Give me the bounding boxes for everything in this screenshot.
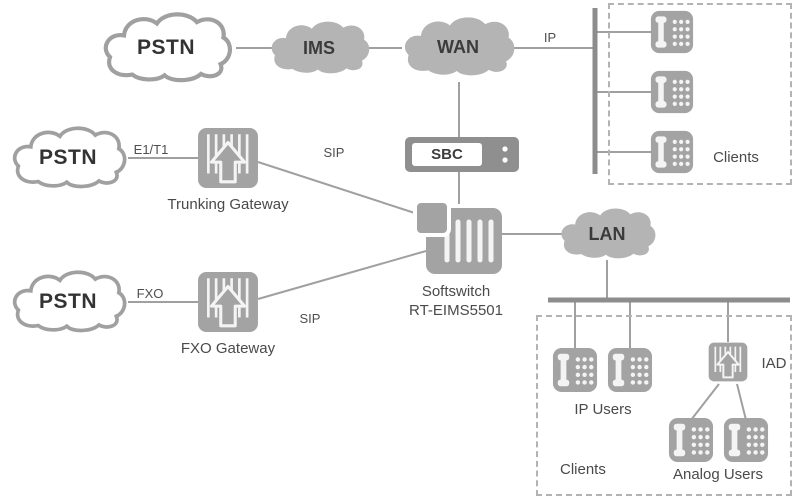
iad-label: IAD	[761, 355, 787, 372]
link-label-ip: IP	[543, 30, 557, 45]
cloud-label-wan: WAN	[437, 36, 479, 57]
ip-users-label: IP Users	[574, 401, 632, 418]
ip-user-phone-icon	[607, 347, 653, 393]
cloud-label-pstn-bottom: PSTN	[38, 290, 97, 313]
fxo-gateway-icon	[196, 270, 260, 334]
analog-users-label: Analog Users	[672, 466, 764, 483]
trunking-gateway-icon	[196, 126, 260, 190]
link-label-fxo: FXO	[136, 286, 164, 301]
link-trunking-gw-softswitch	[257, 161, 425, 217]
analog-phone-icon	[668, 417, 714, 463]
link-fxo-gw-softswitch	[257, 250, 427, 300]
sbc-device: SBC	[404, 136, 520, 173]
cloud-label-ims: IMS	[302, 37, 335, 58]
cloud-wan: WAN	[396, 10, 520, 84]
iad-icon	[707, 341, 749, 383]
link-iad-analog-phone-2	[736, 383, 747, 421]
sbc-label: SBC	[431, 146, 463, 163]
cloud-label-pstn-top: PSTN	[136, 36, 195, 59]
link-label-sip-trunking: SIP	[323, 145, 345, 160]
clients-top-label: Clients	[713, 149, 759, 166]
clients-bottom-label: Clients	[560, 461, 606, 478]
clients-top-box	[608, 3, 792, 185]
clients-bottom-box	[536, 315, 792, 496]
softswitch-label: Softswitch RT-EIMS5501	[376, 283, 536, 321]
analog-phone-icon	[723, 417, 769, 463]
softswitch-icon	[413, 199, 502, 274]
cloud-pstn-top: PSTN	[93, 6, 239, 90]
cloud-lan: LAN	[554, 202, 660, 266]
softswitch-name: Softswitch	[421, 283, 491, 300]
cloud-pstn-bottom: PSTN	[6, 260, 130, 344]
ip-phone-icon	[650, 130, 694, 174]
link-label-sip-fxo: SIP	[299, 311, 321, 326]
ip-user-phone-icon	[552, 347, 598, 393]
cloud-label-lan: LAN	[588, 223, 626, 244]
cloud-pstn-middle: PSTN	[6, 116, 130, 200]
cloud-ims: IMS	[264, 14, 374, 82]
cloud-label-pstn-middle: PSTN	[38, 146, 97, 169]
sbc-icon	[405, 137, 519, 172]
fxo-gateway-label: FXO Gateway	[180, 340, 276, 357]
ip-phone-icon	[650, 10, 694, 54]
softswitch-model: RT-EIMS5501	[409, 301, 503, 319]
link-label-e1t1: E1/T1	[133, 142, 169, 157]
link-iad-analog-phone-1	[690, 383, 720, 421]
trunking-gateway-label: Trunking Gateway	[167, 196, 289, 213]
ip-phone-icon	[650, 70, 694, 114]
